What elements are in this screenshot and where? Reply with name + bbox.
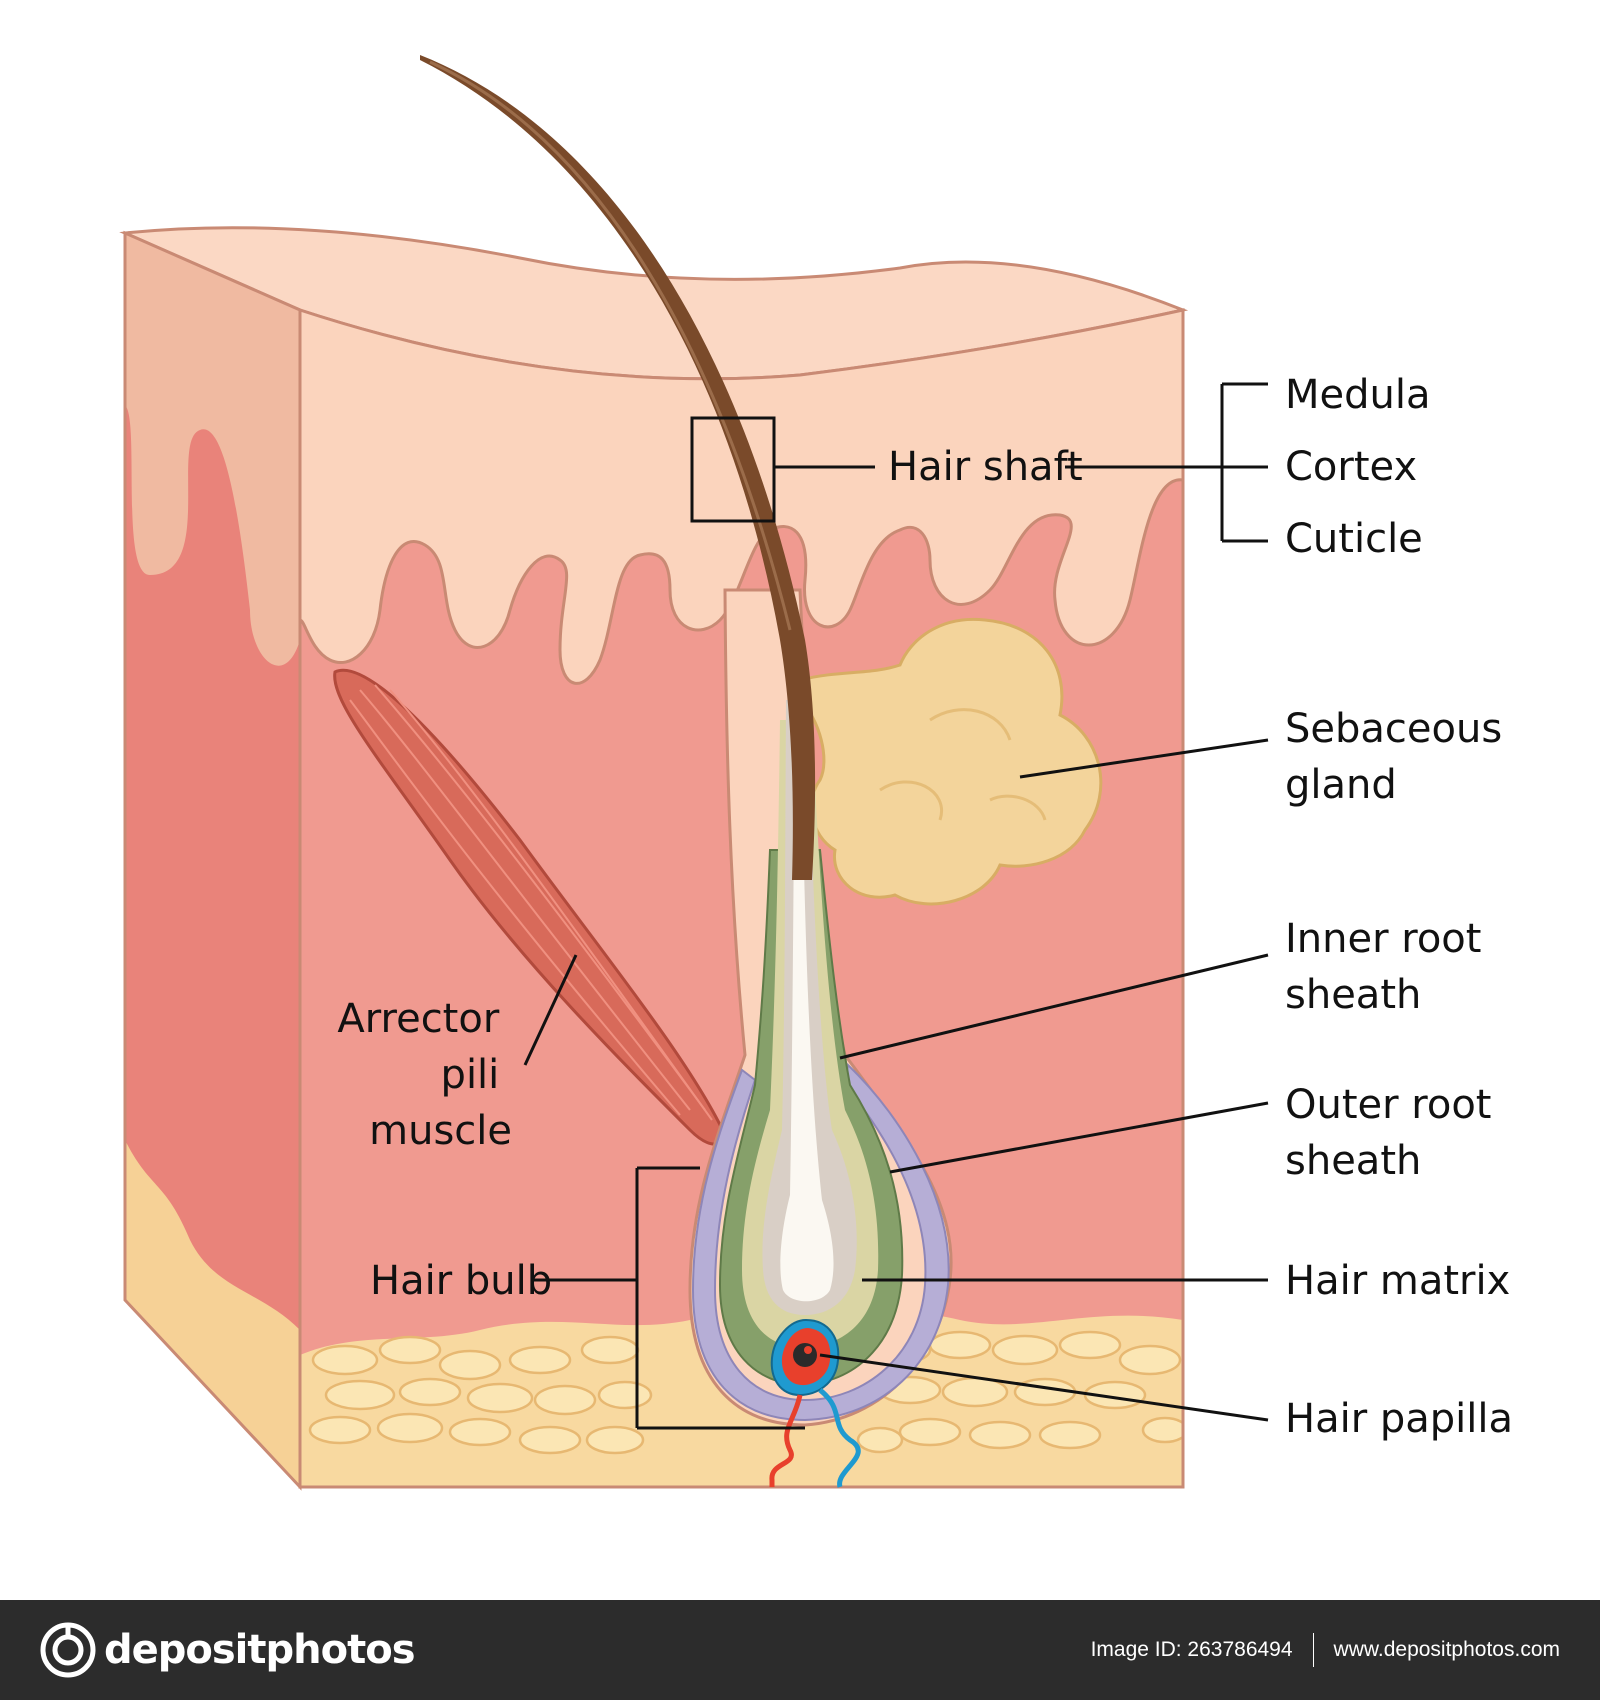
skin-side-face <box>125 233 300 1487</box>
epidermis <box>300 310 1183 685</box>
label-sebaceous-gland: Sebaceous gland <box>1285 706 1515 808</box>
hair-cortex <box>762 700 857 1315</box>
footer-bar: depositphotos Image ID: 263786494 www.de… <box>0 1600 1600 1700</box>
label-outer-root-sheath: Outer root sheath <box>1285 1082 1504 1184</box>
hair-medulla <box>780 820 834 1302</box>
label-arrector-pili-muscle: Arrector pili muscle <box>337 996 512 1154</box>
hair-papilla <box>770 1318 840 1397</box>
footer-divider <box>1312 1633 1314 1667</box>
label-inner-root-sheath: Inner root sheath <box>1285 916 1494 1018</box>
diagram-canvas: Hair shaft Medula Cortex Cuticle Sebaceo… <box>119 55 1515 1491</box>
outer-root-sheath <box>691 1062 950 1422</box>
leader-lines <box>523 382 1269 1430</box>
fat-cells <box>308 1330 1183 1455</box>
label-hair-shaft: Hair shaft <box>888 444 1083 490</box>
label-hair-bulb: Hair bulb <box>370 1258 552 1304</box>
vein <box>818 1388 861 1488</box>
camera-aperture-icon <box>40 1622 96 1678</box>
arrector-pili-muscle <box>333 668 727 1146</box>
footer-meta: Image ID: 263786494 www.depositphotos.co… <box>1091 1633 1560 1667</box>
brand[interactable]: depositphotos <box>40 1622 416 1678</box>
label-hair-matrix: Hair matrix <box>1285 1258 1510 1304</box>
site-link[interactable]: www.depositphotos.com <box>1333 1638 1560 1661</box>
label-cortex: Cortex <box>1285 444 1417 490</box>
image-id: Image ID: 263786494 <box>1090 1638 1293 1661</box>
label-cuticle: Cuticle <box>1285 516 1423 562</box>
label-medula: Medula <box>1285 372 1431 418</box>
hair-shaft <box>420 55 816 880</box>
sebaceous-gland-lobules <box>879 708 1047 821</box>
skin-front-face <box>300 310 1183 1487</box>
artery <box>769 1394 803 1487</box>
label-hair-papilla: Hair papilla <box>1285 1396 1513 1442</box>
brand-name: depositphotos <box>104 1627 416 1673</box>
